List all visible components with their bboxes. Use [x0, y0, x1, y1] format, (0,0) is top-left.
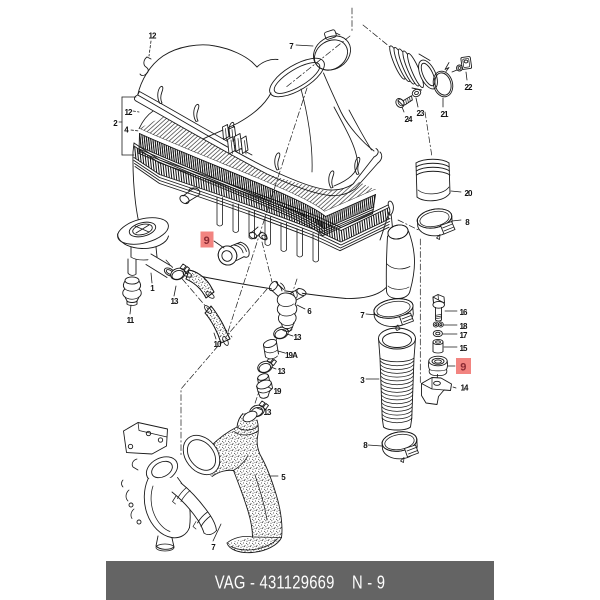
svg-text:13: 13 — [277, 367, 286, 376]
svg-text:18: 18 — [459, 322, 468, 331]
svg-text:19A: 19A — [285, 351, 298, 360]
svg-text:3: 3 — [360, 376, 365, 385]
svg-text:9: 9 — [204, 235, 210, 247]
svg-text:12: 12 — [148, 32, 157, 41]
svg-text:22: 22 — [464, 83, 473, 92]
svg-text:10: 10 — [213, 340, 222, 349]
svg-text:13: 13 — [263, 408, 272, 417]
svg-text:7: 7 — [360, 311, 365, 320]
svg-text:24: 24 — [404, 115, 413, 124]
svg-text:9: 9 — [460, 361, 466, 373]
svg-text:15: 15 — [459, 344, 468, 353]
svg-text:1: 1 — [150, 284, 155, 293]
svg-text:20: 20 — [464, 189, 473, 198]
svg-text:8: 8 — [465, 218, 470, 227]
svg-text:7: 7 — [289, 42, 294, 51]
svg-text:VAG - 431129669 N - 9: VAG - 431129669 N - 9 — [215, 572, 386, 593]
svg-text:12: 12 — [124, 108, 133, 117]
svg-text:4: 4 — [124, 126, 129, 135]
svg-text:5: 5 — [281, 473, 286, 482]
svg-text:11: 11 — [127, 316, 135, 325]
svg-text:13: 13 — [170, 297, 179, 306]
svg-text:23: 23 — [416, 109, 425, 118]
svg-text:16: 16 — [459, 308, 468, 317]
svg-text:21: 21 — [440, 110, 449, 119]
svg-text:8: 8 — [363, 441, 368, 450]
svg-text:19: 19 — [273, 387, 282, 396]
svg-text:7: 7 — [211, 543, 216, 552]
svg-text:2: 2 — [113, 119, 118, 128]
svg-text:13: 13 — [293, 333, 302, 342]
svg-text:14: 14 — [460, 384, 469, 393]
svg-text:17: 17 — [459, 331, 468, 340]
svg-text:6: 6 — [307, 307, 312, 316]
